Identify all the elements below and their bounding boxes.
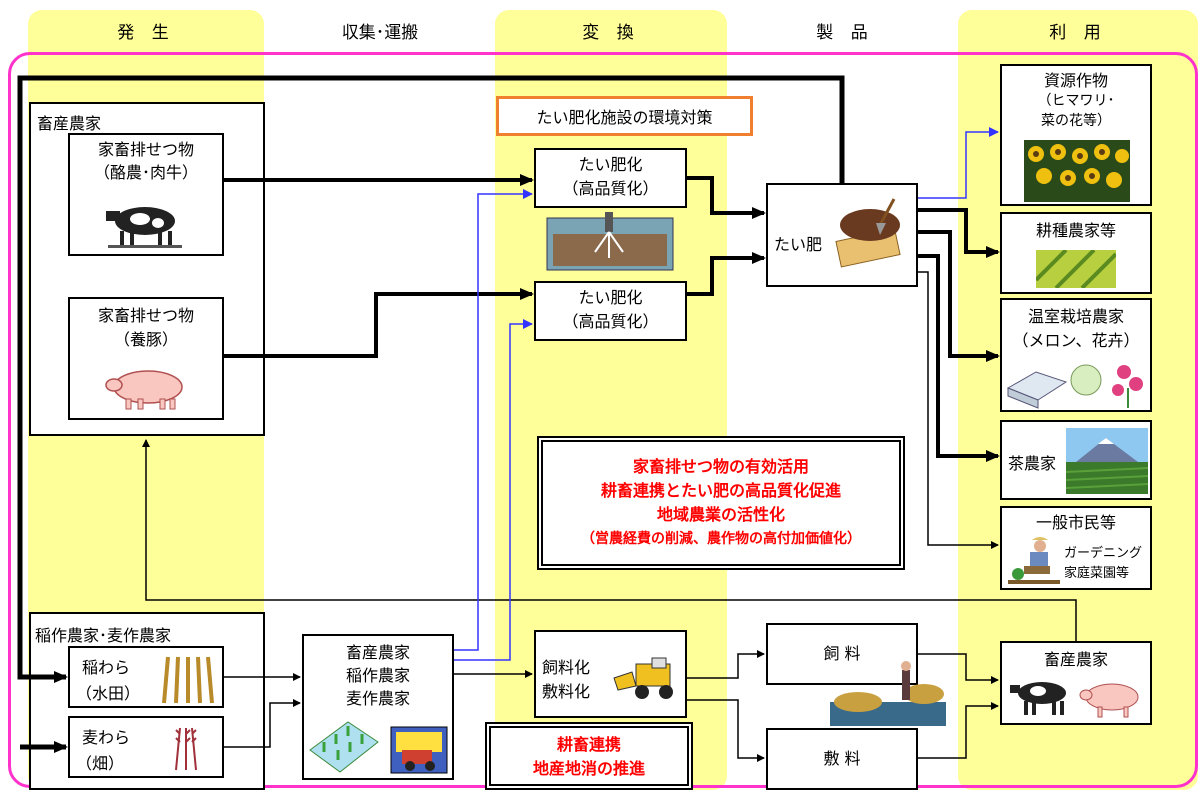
citizens-sub2: 家庭菜園等	[1064, 566, 1130, 581]
compost1-label: たい肥化	[578, 155, 643, 174]
header-conversion: 変 換	[582, 23, 640, 43]
manure-dairy-sub: （酪農･肉牛）	[93, 163, 198, 182]
header-generation: 発 生	[117, 23, 175, 43]
compost-to-greenhouse-arrow	[918, 230, 1000, 362]
wheat-to-collection-arrow	[224, 699, 301, 748]
citizens-box: 一般市民等 ガーデニング 家庭菜園等	[1000, 506, 1152, 590]
callout-line4: （営農経費の削減、農作物の高付加価値化）	[581, 531, 861, 547]
feed-product-label: 飼 料	[823, 644, 861, 663]
rice-field-icon	[309, 721, 379, 773]
wheat-straw-label: 麦わら	[82, 728, 131, 747]
cow-icon	[106, 207, 182, 248]
straw-to-compost2-arrow	[454, 319, 533, 661]
citizens-sub1: ガーデニング	[1064, 546, 1143, 561]
local-callout-line2: 地産地消の推進	[532, 759, 645, 778]
wheat-straw-sub: （畑）	[76, 754, 125, 773]
resource-crops-sub1: （ヒマワリ･	[1037, 93, 1115, 109]
feed-conversion-box: 飼料化 敷料化	[534, 630, 687, 718]
compost-machine-icon	[546, 212, 674, 271]
compost2-to-product-arrow	[687, 252, 766, 296]
env-measure-label: たい肥化施設の環境対策	[536, 108, 713, 127]
gardener-icon	[1008, 537, 1060, 584]
manure-pig-label: 家畜排せつ物	[97, 306, 194, 325]
livestock-user-box: 畜産農家	[1000, 641, 1152, 725]
collection-farmers-box: 畜産農家 稲作農家 麦作農家	[302, 634, 454, 780]
harvester-icon	[390, 726, 448, 774]
livestock-return-arrow	[142, 439, 1077, 641]
compost-process-2: たい肥化 （高品質化）	[534, 281, 687, 341]
compost-to-arable-arrow	[918, 208, 1000, 258]
manure-dairy-label: 家畜排せつ物	[97, 140, 194, 159]
feed-conversion-line1: 飼料化	[542, 658, 591, 677]
local-callout-line1: 耕畜連携	[556, 735, 621, 754]
bedding-to-livestock-arrow	[918, 702, 999, 759]
hay-farmer-icon	[830, 661, 946, 726]
wheat-straw-box: 麦わら （畑）	[68, 716, 224, 778]
header-utilization: 利 用	[1049, 23, 1107, 43]
rice-straw-sub: （水田）	[76, 684, 141, 703]
compost2-sub: （高品質化）	[562, 312, 659, 331]
greenhouse-farmers-box: 温室栽培農家 （メロン、花卉）	[1000, 298, 1152, 412]
arable-farmers-box: 耕種農家等	[1000, 212, 1152, 294]
resource-crops-label: 資源作物	[1043, 71, 1108, 90]
local-callout-box: 耕畜連携 地産地消の推進	[485, 722, 693, 790]
loader-icon	[613, 657, 673, 699]
feed-to-feed-product-arrow	[687, 650, 765, 679]
feed-conversion-line2: 敷料化	[542, 682, 591, 701]
cow-pig-icon	[1010, 682, 1139, 718]
resource-crops-sub2: 菜の花等）	[1041, 113, 1111, 129]
manure-pig-box: 家畜排せつ物 （養豚）	[68, 297, 224, 420]
greenhouse-melon-flower-icon	[1006, 364, 1143, 409]
bedding-product-box: 敷 料	[766, 728, 918, 790]
compost-product-box: たい肥	[766, 183, 918, 287]
straw-to-compost1-arrow	[454, 189, 533, 651]
compost-process-1: たい肥化 （高品質化）	[534, 148, 687, 208]
collection-line3: 麦作農家	[345, 689, 410, 708]
compost-product-label: たい肥	[774, 235, 823, 254]
rice-straw-label: 稲わら	[82, 658, 131, 677]
sunflower-field-icon	[1024, 140, 1130, 202]
tea-field-mountain-icon	[1066, 428, 1148, 494]
callout-line2: 耕畜連携とたい肥の高品質化促進	[600, 481, 841, 500]
callout-line3: 地域農業の活性化	[656, 505, 785, 524]
greenhouse-label: 温室栽培農家	[1027, 307, 1124, 326]
pig-to-compost-arrow	[224, 288, 534, 358]
bedding-product-label: 敷 料	[823, 749, 861, 768]
header-collection: 収集･運搬	[341, 23, 419, 43]
compost-to-tea-arrow	[918, 254, 1000, 462]
env-measure-box: たい肥化施設の環境対策	[496, 96, 753, 136]
crop-rows-icon	[1036, 250, 1116, 288]
main-callout-box: 家畜排せつ物の有効活用 耕畜連携とたい肥の高品質化促進 地域農業の活性化 （営農…	[537, 436, 905, 570]
callout-line1: 家畜排せつ物の有効活用	[632, 457, 809, 476]
manure-dairy-box: 家畜排せつ物 （酪農･肉牛）	[68, 133, 224, 256]
tea-farmers-box: 茶農家	[1000, 420, 1152, 500]
compost-to-citizens-arrow	[918, 271, 999, 549]
compost-to-resource-crops-arrow	[918, 127, 999, 199]
compost1-sub: （高品質化）	[562, 179, 659, 198]
feed-to-livestock-arrow	[918, 653, 999, 684]
collection-line2: 稲作農家	[345, 666, 410, 685]
compost2-label: たい肥化	[578, 288, 643, 307]
rice-straw-box: 稲わら （水田）	[68, 646, 224, 708]
greenhouse-sub: （メロン、花卉）	[1012, 331, 1140, 350]
livestock-group-title: 畜産農家	[37, 114, 102, 133]
compost-pile-icon	[835, 198, 901, 268]
pig-icon	[105, 370, 183, 410]
collection-line1: 畜産農家	[345, 643, 410, 662]
feed-to-bedding-arrow	[687, 699, 765, 762]
rice-straw-icon	[162, 656, 214, 704]
livestock-user-label: 畜産農家	[1043, 650, 1108, 669]
citizens-label: 一般市民等	[1035, 513, 1116, 532]
arable-farmers-label: 耕種農家等	[1035, 221, 1116, 240]
rice-group-title: 稲作農家･麦作農家	[35, 626, 172, 645]
wheat-icon	[175, 727, 197, 771]
manure-pig-sub: （養豚）	[113, 330, 178, 349]
feed-product-box: 飼 料	[766, 623, 918, 685]
compost-return-arrow	[17, 75, 845, 683]
resource-crops-box: 資源作物 （ヒマワリ･ 菜の花等）	[1000, 64, 1152, 206]
header-product: 製 品	[816, 23, 874, 43]
tea-farmers-label: 茶農家	[1008, 454, 1057, 473]
compost1-to-product-arrow	[687, 176, 766, 219]
